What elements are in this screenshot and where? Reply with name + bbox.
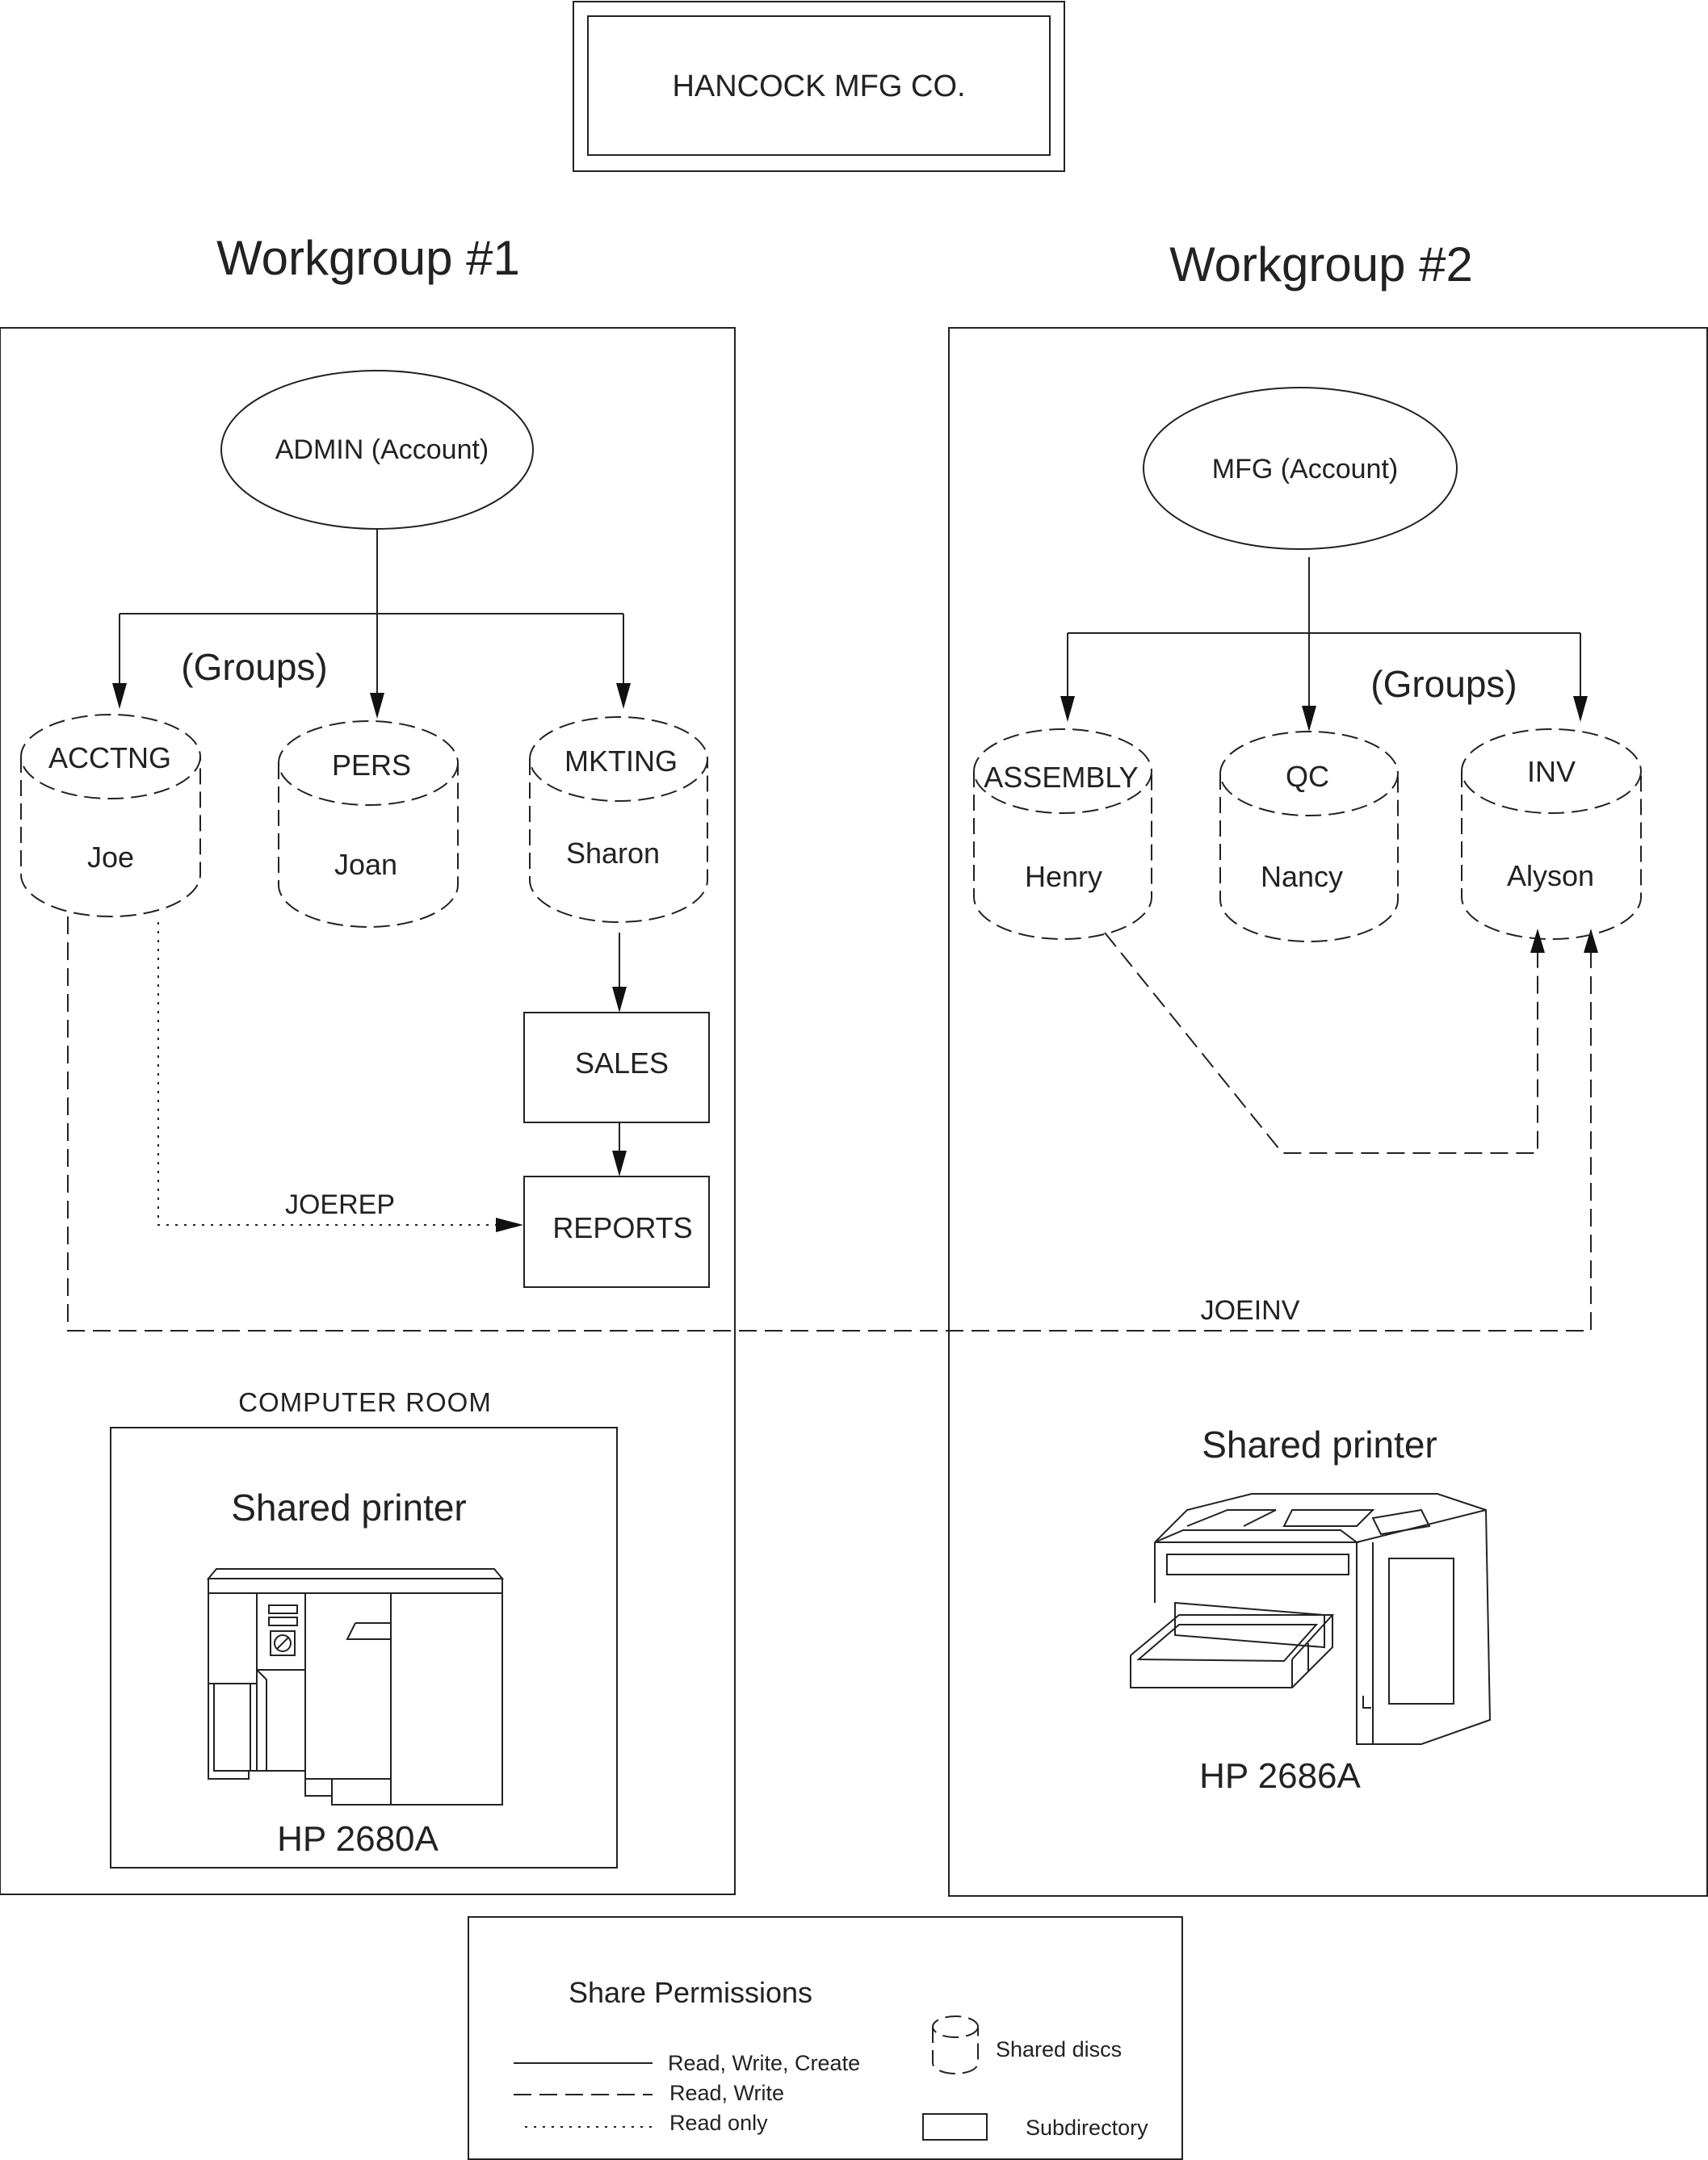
joerep-label: JOEREP (285, 1189, 395, 1220)
joeinv-label: JOEINV (1201, 1295, 1300, 1326)
disc-mkting: MKTING Sharon (529, 716, 708, 923)
company-title-box: HANCOCK MFG CO. (573, 1, 1065, 172)
disc-qc-user: Nancy (1261, 860, 1343, 893)
legend-subdirectory: Subdirectory (1026, 2116, 1148, 2140)
workgroup1-panel (0, 327, 736, 1895)
computer-room (110, 1427, 618, 1869)
disc-qc-group: QC (1286, 760, 1329, 793)
disc-acctng-group: ACCTNG (48, 741, 171, 774)
workgroup2-panel (948, 327, 1708, 1897)
legend-item-ro: Read only (669, 2111, 768, 2135)
printer2-label: Shared printer (1202, 1424, 1437, 1466)
printer1-model: HP 2680A (277, 1819, 439, 1859)
disc-mkting-user: Sharon (566, 837, 660, 870)
disc-inv: INV Alyson (1461, 728, 1642, 940)
legend-shared-discs: Shared discs (996, 2037, 1122, 2061)
disc-assembly-group: ASSEMBLY (984, 761, 1138, 794)
workgroup1-groups-label: (Groups) (181, 646, 327, 688)
legend: Share Permissions Read, Write, Create Re… (468, 1916, 1183, 2160)
printer-hp2686a-icon (1130, 1493, 1492, 1745)
disc-mkting-group: MKTING (564, 744, 678, 778)
legend-disc-icon (932, 2015, 979, 2074)
legend-subdir-icon (922, 2113, 988, 2141)
joerep-link (157, 922, 499, 1226)
disc-acctng-user: Joe (87, 841, 134, 874)
workgroup2-account-label: MFG (Account) (1212, 454, 1398, 484)
disc-pers-user: Joan (334, 848, 397, 881)
company-title: HANCOCK MFG CO. (672, 69, 965, 103)
joeinv-link (67, 916, 1592, 1332)
workgroup2-groups-label: (Groups) (1370, 663, 1517, 705)
workgroup1-heading: Workgroup #1 (216, 231, 520, 285)
printer-hp2680a-icon (206, 1568, 505, 1806)
legend-item-rw: Read, Write (669, 2081, 784, 2105)
disc-pers-group: PERS (332, 749, 411, 782)
disc-assembly: ASSEMBLY Henry (973, 728, 1152, 940)
subdir-sales (523, 1012, 710, 1123)
subdir-sales-label: SALES (575, 1046, 669, 1080)
disc-assembly-user: Henry (1025, 860, 1102, 893)
workgroup2-account: MFG (Account) (1143, 387, 1458, 550)
legend-title: Share Permissions (569, 1976, 812, 2009)
workgroup1-account-label: ADMIN (Account) (275, 434, 489, 465)
printer2-model: HP 2686A (1199, 1756, 1361, 1796)
printer1-label: Shared printer (231, 1487, 467, 1529)
workgroup1-account: ADMIN (Account) (220, 370, 534, 530)
disc-acctng: ACCTNG Joe (20, 714, 201, 917)
computer-room-label: COMPUTER ROOM (238, 1387, 492, 1417)
workgroup2-heading: Workgroup #2 (1169, 237, 1473, 291)
assembly-inv-link (1104, 932, 1538, 1154)
legend-item-rcw: Read, Write, Create (668, 2051, 860, 2075)
disc-pers: PERS Joan (278, 720, 459, 928)
subdir-reports-label: REPORTS (552, 1211, 692, 1244)
disc-inv-group: INV (1527, 755, 1576, 788)
disc-qc: QC Nancy (1219, 731, 1399, 942)
subdir-reports (523, 1176, 710, 1288)
disc-inv-user: Alyson (1507, 859, 1594, 892)
